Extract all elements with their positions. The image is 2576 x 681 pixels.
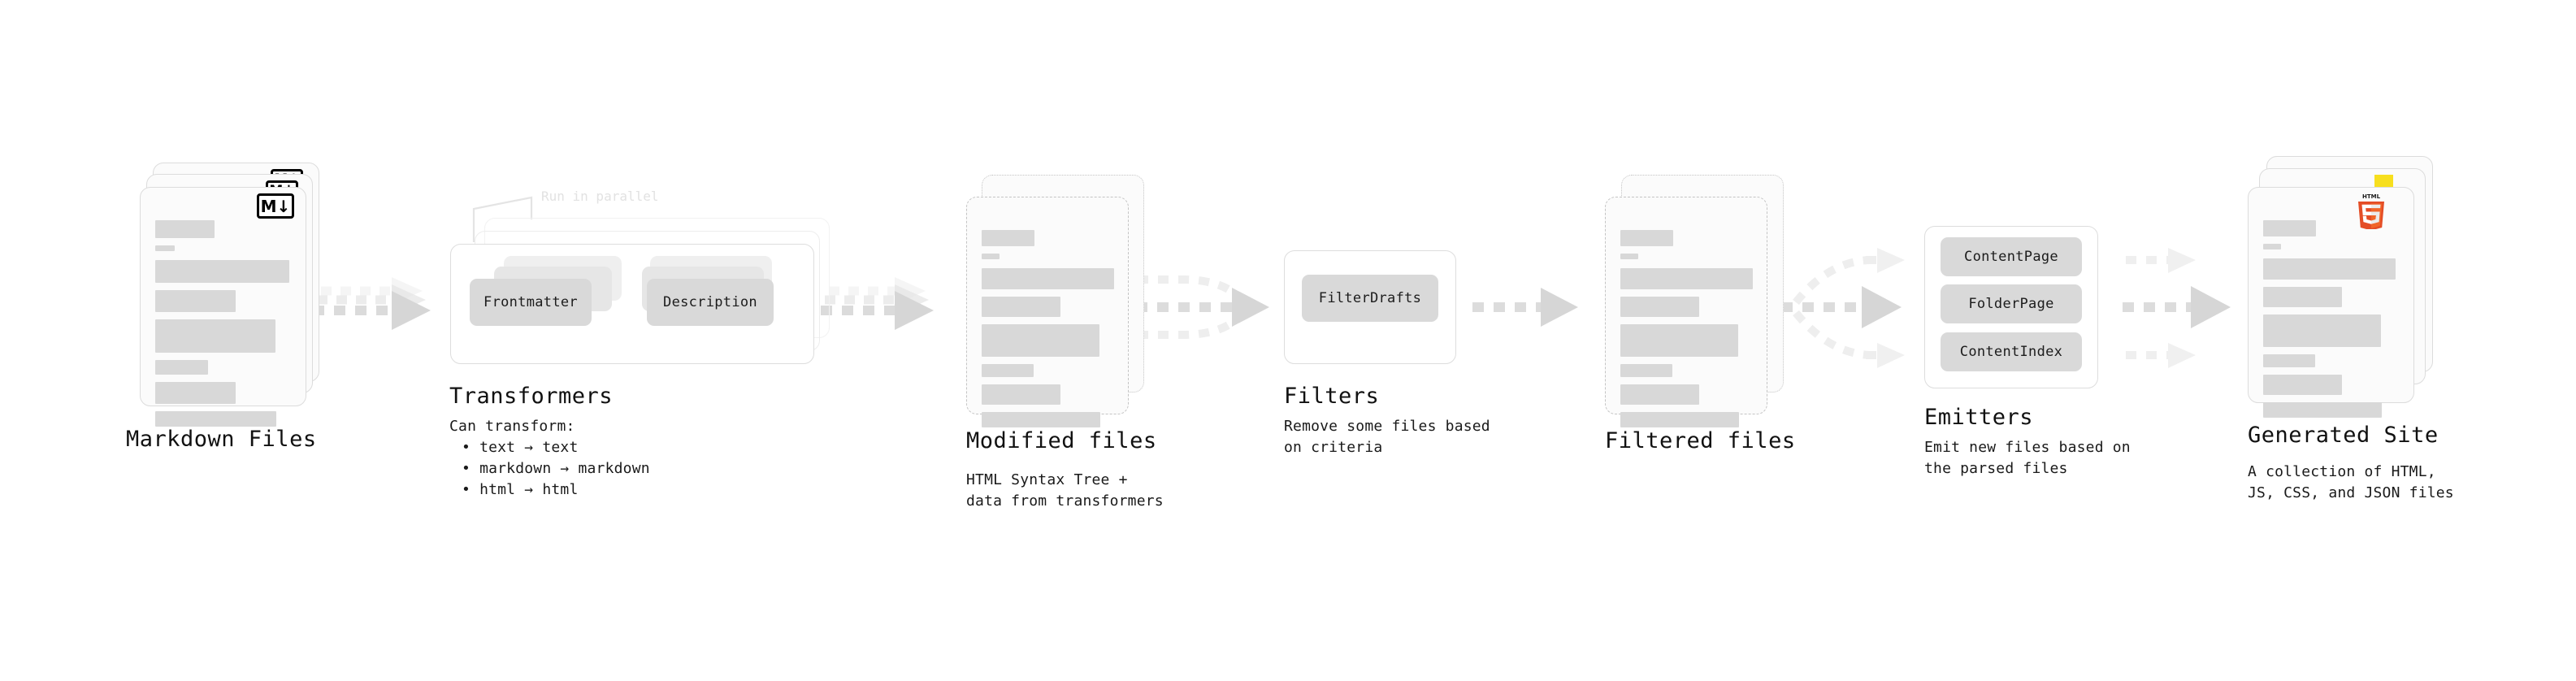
html5-icon: HTML: [2355, 192, 2387, 231]
stage-title-modified-files: Modified files: [966, 428, 1157, 453]
line: [982, 254, 1000, 259]
line: [982, 324, 1099, 357]
run-in-parallel-label: Run in parallel: [541, 189, 659, 204]
transformers-bullet-2: • html → html: [462, 481, 579, 498]
chip-description[interactable]: Description: [647, 279, 774, 326]
line: [1620, 297, 1699, 317]
line: [1620, 268, 1753, 289]
connector-modified-to-filters: [1136, 275, 1269, 339]
line: [155, 260, 289, 283]
chip-contentindex[interactable]: ContentIndex: [1941, 332, 2082, 371]
chip-folderpage[interactable]: FolderPage: [1941, 284, 2082, 323]
line: [2263, 354, 2315, 367]
line: [1620, 324, 1738, 357]
svg-text:HTML: HTML: [2362, 193, 2381, 200]
line: [982, 268, 1114, 289]
stage-desc-filters: Remove some files based on criteria: [1284, 418, 1490, 456]
line: [1620, 412, 1739, 427]
connector-filters-to-filtered: [1472, 288, 1578, 327]
line: [982, 230, 1034, 246]
line: [2263, 220, 2316, 236]
stage-desc-emitters: Emit new files based on the parsed files: [1924, 439, 2131, 477]
connector-emitters-to-site: [2123, 248, 2231, 368]
line: [155, 220, 215, 238]
line: [2263, 244, 2281, 249]
transformers-bullet-1: • markdown → markdown: [462, 460, 650, 477]
chip-frontmatter[interactable]: Frontmatter: [470, 279, 592, 326]
line: [2263, 402, 2382, 418]
line: [2263, 314, 2381, 347]
line: [155, 360, 208, 375]
markdown-placeholder-lines: [155, 220, 294, 434]
line: [1620, 384, 1699, 405]
filtered-placeholder-lines: [1620, 230, 1755, 435]
line: [1620, 230, 1673, 246]
js-icon: [2374, 175, 2393, 188]
transformers-bullet-0: • text → text: [462, 439, 579, 456]
stage-desc-generated-site: A collection of HTML, JS, CSS, and JSON …: [2248, 463, 2454, 501]
generated-placeholder-lines: [2263, 220, 2402, 425]
generated-card-front: [2248, 187, 2414, 418]
markdown-card-front: [140, 187, 306, 427]
connector-transformers-to-modified: [821, 277, 934, 330]
line: [155, 411, 276, 427]
line: [2263, 287, 2342, 307]
line: [155, 245, 175, 251]
stage-desc-modified-files: HTML Syntax Tree + data from transformer…: [966, 471, 1164, 510]
stage-title-markdown-files: Markdown Files: [126, 427, 317, 452]
line: [982, 412, 1100, 427]
connector-md-to-transformers: [313, 277, 431, 330]
line: [155, 290, 236, 312]
connector-filtered-to-emitters: [1781, 248, 1905, 368]
line: [1620, 254, 1638, 259]
stage-desc-transformers-heading: Can transform:: [449, 418, 575, 435]
line: [1620, 364, 1672, 377]
line: [155, 319, 275, 353]
chip-filterdrafts[interactable]: FilterDrafts: [1302, 275, 1438, 322]
stage-title-transformers: Transformers: [449, 384, 614, 409]
modified-card-front: [966, 197, 1129, 427]
filtered-card-front: [1605, 197, 1767, 427]
stage-title-filtered-files: Filtered files: [1605, 428, 1796, 453]
line: [155, 382, 236, 404]
md-icon-front: M↓: [257, 193, 294, 219]
line: [982, 384, 1060, 405]
line: [982, 364, 1034, 377]
stage-title-emitters: Emitters: [1924, 405, 2034, 430]
line: [2263, 375, 2342, 395]
stage-title-filters: Filters: [1284, 384, 1380, 409]
stage-title-generated-site: Generated Site: [2248, 423, 2439, 448]
line: [982, 297, 1060, 317]
chip-contentpage[interactable]: ContentPage: [1941, 237, 2082, 276]
line: [2263, 258, 2396, 280]
modified-placeholder-lines: [982, 230, 1117, 435]
